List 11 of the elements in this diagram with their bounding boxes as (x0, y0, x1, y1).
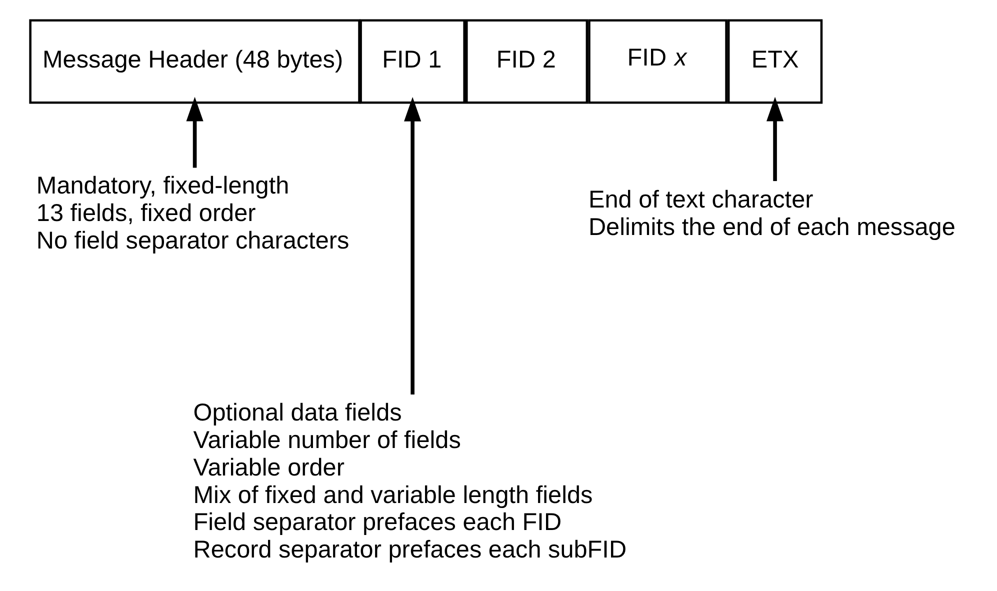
node-box: FID 2 (465, 18, 588, 104)
node-text: Mandatory, fixed-length 13 fields, fixed order No field separator characters (36, 172, 349, 254)
node-box: FID x (588, 18, 727, 104)
arrow (766, 96, 784, 181)
node-text: Optional data fields Variable number of fields Variable order Mix of fixed and variable length fields Field separator prefaces each FID Record separator prefaces each subFID (192, 399, 626, 564)
node-box: FID 1 (359, 18, 465, 104)
node-box: ETX (726, 18, 822, 104)
node-box: Message Header (48 bytes) (28, 18, 360, 104)
node-text: End of text character Delimits the end of each message (588, 186, 955, 240)
arrow (404, 96, 421, 394)
arrow (186, 96, 203, 168)
